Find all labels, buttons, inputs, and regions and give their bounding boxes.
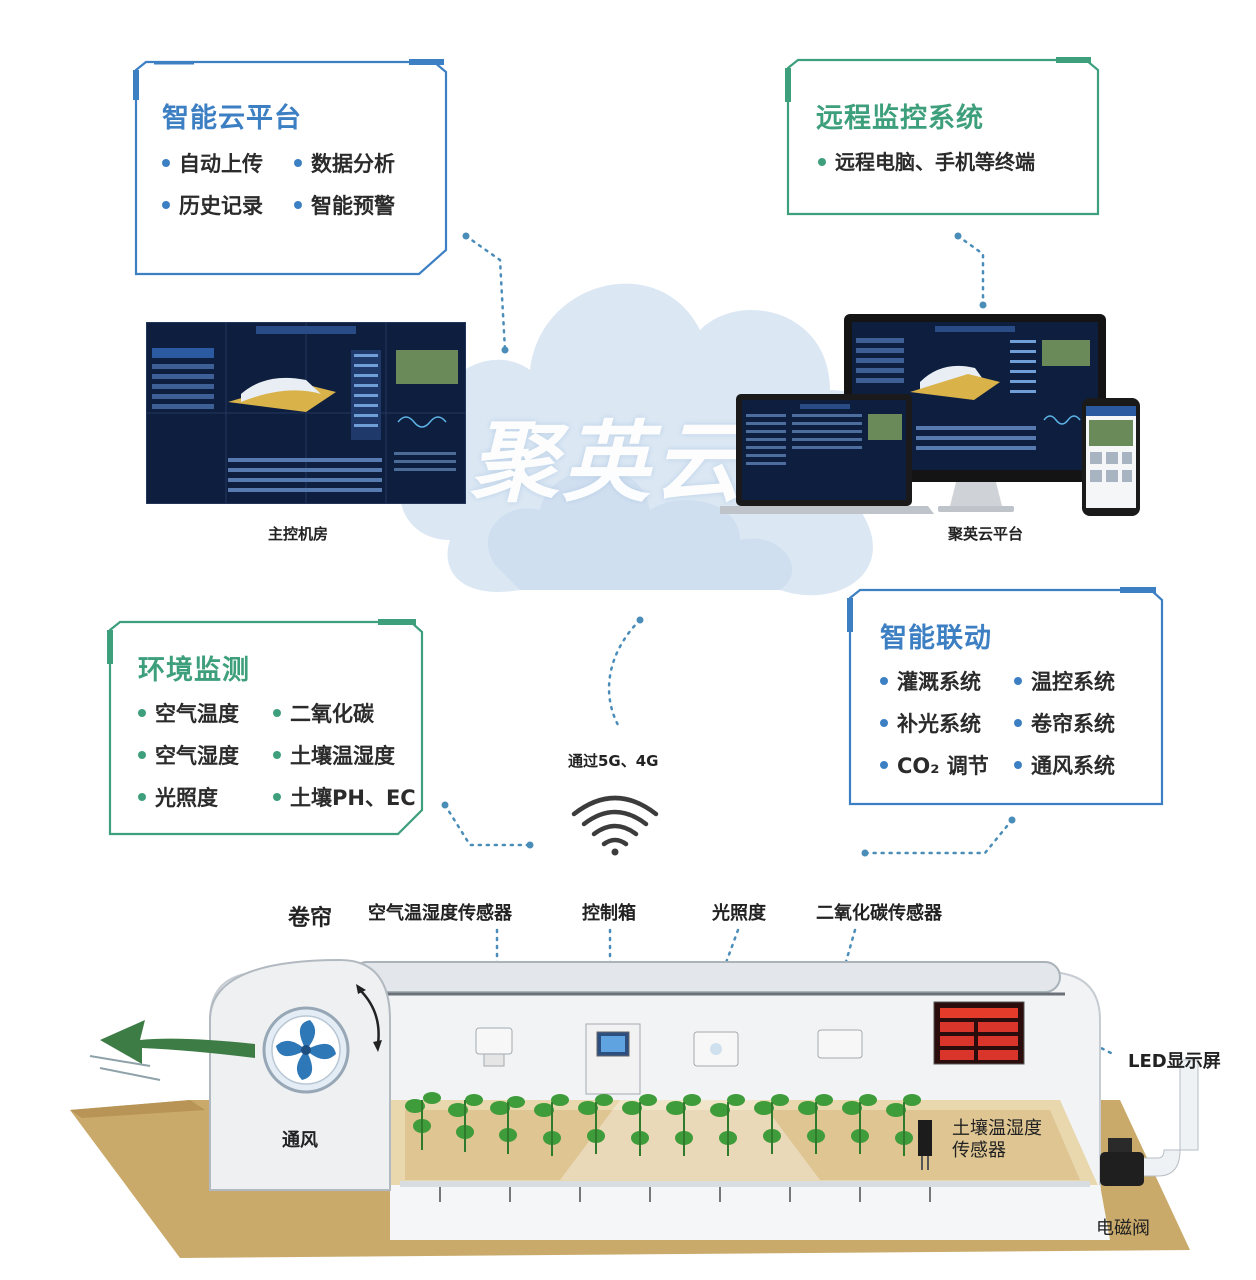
list-item: 空气温度 bbox=[138, 698, 239, 728]
cloud-shape bbox=[399, 283, 896, 596]
led-label: LED显示屏 bbox=[1128, 1051, 1221, 1072]
greenhouse-illustration bbox=[70, 958, 1199, 1258]
air-sensor bbox=[475, 1027, 513, 1067]
panel-cloud-platform: 智能云平台 自动上传 数据分析 历史记录 智能预警 bbox=[133, 59, 450, 278]
list-item: 二氧化碳 bbox=[273, 698, 374, 728]
cloud-platform-caption: 聚英云平台 bbox=[948, 525, 1024, 543]
list-item: 数据分析 bbox=[294, 148, 395, 178]
list-item: 自动上传 bbox=[162, 148, 263, 178]
soil-sensor-label: 土壤温湿度 传感器 bbox=[952, 1118, 1042, 1161]
list-item: CO₂ 调节 bbox=[880, 750, 989, 780]
light-sensor bbox=[693, 1031, 739, 1067]
list-item: 通风系统 bbox=[1014, 750, 1115, 780]
panel-title: 智能联动 bbox=[880, 623, 992, 654]
control-room-screen bbox=[146, 322, 466, 504]
panel-env-monitor: 环境监测 空气温度 二氧化碳 空气湿度 土壤温湿度 光照度 土壤PH、EC bbox=[107, 619, 426, 838]
panel-smart-link: 智能联动 灌溉系统 温控系统 补光系统 卷帘系统 CO₂ 调节 通风系统 bbox=[847, 587, 1166, 808]
co2-sensor bbox=[817, 1029, 863, 1059]
roller-label: 卷帘 bbox=[288, 906, 333, 931]
list-item: 温控系统 bbox=[1014, 666, 1115, 696]
wifi-icon bbox=[571, 795, 659, 856]
air-sensor-label: 空气温湿度传感器 bbox=[368, 903, 512, 924]
list-item: 空气湿度 bbox=[138, 740, 239, 770]
control-box-label: 控制箱 bbox=[582, 903, 636, 924]
co2-sensor-label: 二氧化碳传感器 bbox=[816, 903, 942, 924]
list-item: 土壤温湿度 bbox=[273, 740, 395, 770]
soil-sensor bbox=[918, 1120, 932, 1170]
cloud-brand-text: 聚英云 bbox=[470, 411, 747, 514]
plants bbox=[405, 1092, 921, 1145]
panel-frame bbox=[785, 57, 1100, 216]
list-item: 光照度 bbox=[138, 782, 218, 812]
solenoid-valve bbox=[1100, 1059, 1199, 1186]
network-label: 通过5G、4G bbox=[568, 752, 659, 770]
valve-label: 电磁阀 bbox=[1096, 1218, 1150, 1239]
panel-frame bbox=[847, 587, 1164, 806]
list-item: 卷帘系统 bbox=[1014, 708, 1115, 738]
list-item: 补光系统 bbox=[880, 708, 981, 738]
list-item: 土壤PH、EC bbox=[273, 782, 416, 812]
fan-label: 通风 bbox=[282, 1130, 318, 1151]
control-room-caption: 主控机房 bbox=[268, 525, 329, 543]
control-box bbox=[585, 1023, 641, 1095]
panel-frame bbox=[133, 59, 448, 276]
panel-frame bbox=[107, 619, 424, 836]
light-label: 光照度 bbox=[712, 903, 766, 924]
list-item: 灌溉系统 bbox=[880, 666, 981, 696]
cloud-platform-devices bbox=[720, 314, 1140, 516]
panel-title: 远程监控系统 bbox=[816, 103, 984, 134]
list-item: 历史记录 bbox=[162, 190, 263, 220]
led-display bbox=[933, 1001, 1025, 1065]
panel-title: 智能云平台 bbox=[162, 103, 302, 134]
list-item: 智能预警 bbox=[294, 190, 395, 220]
list-item: 远程电脑、手机等终端 bbox=[818, 146, 1035, 175]
panel-remote-monitor: 远程监控系统 远程电脑、手机等终端 bbox=[785, 57, 1102, 218]
panel-title: 环境监测 bbox=[138, 655, 250, 686]
